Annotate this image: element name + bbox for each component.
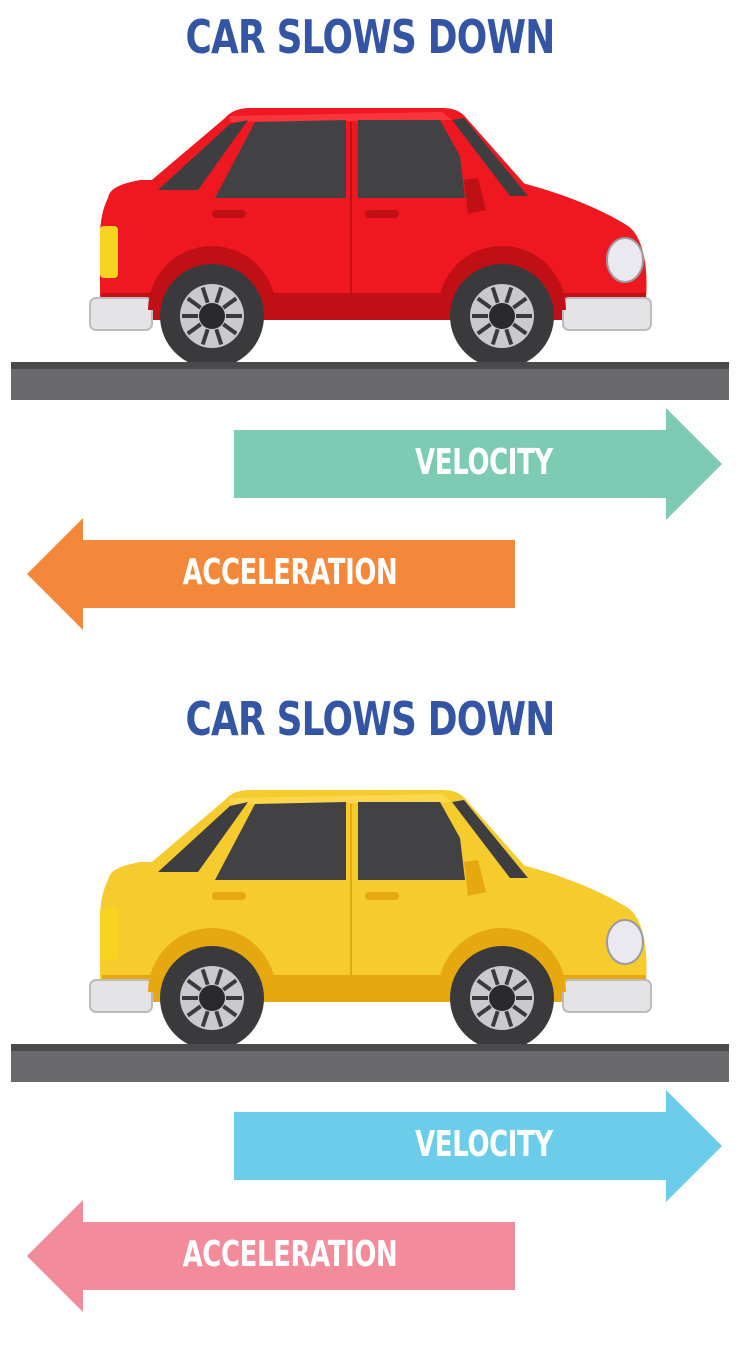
rear-wheel-spoke — [186, 322, 202, 336]
acceleration-arrow: ACCELERATION — [27, 518, 515, 630]
front-wheel-spoke — [476, 978, 492, 992]
velocity-label: VELOCITY — [415, 442, 553, 483]
back-window — [215, 120, 346, 198]
rear-wheel-spoke — [186, 1004, 202, 1018]
velocity-arrow: VELOCITY — [234, 408, 722, 520]
rear-door-handle — [212, 210, 246, 218]
rear-wheel-spoke — [214, 1010, 224, 1028]
rear-bumper — [89, 297, 153, 331]
front-wheel-spoke — [512, 1004, 528, 1018]
rear-wheel-spoke — [200, 968, 210, 986]
velocity-arrow: VELOCITY — [234, 1090, 722, 1202]
panel-title: CAR SLOWS DOWN — [185, 692, 555, 746]
tail-light — [100, 226, 118, 278]
front-wheel-spoke — [490, 328, 500, 346]
arrow-left-icon — [27, 1200, 515, 1312]
front-wheel-spoke — [476, 322, 492, 336]
rear-wheel-spoke — [214, 328, 224, 346]
velocity-label: VELOCITY — [415, 1124, 553, 1165]
rear-wheel-spoke — [222, 978, 238, 992]
rear-wheel-spoke — [222, 1004, 238, 1018]
front-wheel-spoke — [490, 968, 500, 986]
rear-wheel-hub — [199, 985, 225, 1011]
rear-wheel-spoke — [200, 328, 210, 346]
rear-wheel-spoke — [214, 286, 224, 304]
rear-wheel-spoke — [222, 296, 238, 310]
front-wheel-spoke — [490, 286, 500, 304]
front-wheel-hub — [489, 303, 515, 329]
front-wheel-spoke — [512, 296, 528, 310]
rear-wheel-spoke — [200, 1010, 210, 1028]
front-wheel-spoke — [512, 322, 528, 336]
front-window — [358, 802, 465, 880]
panel-yellow-car: CAR SLOWS DOWN VELOCITY ACCELERATION — [0, 682, 740, 1347]
front-wheel-spoke — [504, 968, 514, 986]
side-mirror — [464, 178, 486, 214]
roof-highlight — [230, 794, 452, 804]
yellow-car-icon — [80, 780, 660, 1060]
acceleration-label: ACCELERATION — [182, 1234, 398, 1275]
side-mirror — [464, 860, 486, 896]
panel-title: CAR SLOWS DOWN — [185, 10, 555, 64]
rear-wheel-hub — [199, 303, 225, 329]
headlight — [606, 237, 644, 283]
front-wheel-spoke — [476, 1004, 492, 1018]
panel-red-car: CAR SLOWS DOWN VELOCITY ACCELERATION — [0, 0, 740, 665]
rear-wheel-spoke — [186, 978, 202, 992]
front-window — [358, 120, 465, 198]
front-wheel-spoke — [476, 296, 492, 310]
rear-wheel-spoke — [222, 322, 238, 336]
rear-bumper — [89, 979, 153, 1013]
front-door-handle — [365, 210, 399, 218]
front-bumper — [562, 297, 652, 331]
front-wheel-spoke — [512, 978, 528, 992]
back-window — [215, 802, 346, 880]
front-wheel-hub — [489, 985, 515, 1011]
rear-window — [158, 802, 248, 872]
arrow-right-icon — [234, 1090, 722, 1202]
front-bumper — [562, 979, 652, 1013]
rear-wheel-spoke — [200, 286, 210, 304]
acceleration-label: ACCELERATION — [182, 552, 398, 593]
acceleration-arrow: ACCELERATION — [27, 1200, 515, 1312]
road — [11, 362, 729, 400]
rear-window — [158, 120, 248, 190]
rear-wheel-spoke — [186, 296, 202, 310]
rear-door-handle — [212, 892, 246, 900]
tail-light — [100, 908, 118, 960]
arrow-right-icon — [234, 408, 722, 520]
road — [11, 1044, 729, 1082]
rear-wheel-spoke — [214, 968, 224, 986]
front-wheel-spoke — [504, 286, 514, 304]
front-door-handle — [365, 892, 399, 900]
road-stripe — [11, 1044, 729, 1051]
windshield — [452, 118, 528, 196]
road-stripe — [11, 362, 729, 369]
headlight — [606, 919, 644, 965]
windshield — [452, 800, 528, 878]
front-wheel-spoke — [490, 1010, 500, 1028]
roof-highlight — [230, 112, 452, 122]
front-wheel-spoke — [504, 328, 514, 346]
red-car-icon — [80, 98, 660, 378]
front-wheel-spoke — [504, 1010, 514, 1028]
arrow-left-icon — [27, 518, 515, 630]
